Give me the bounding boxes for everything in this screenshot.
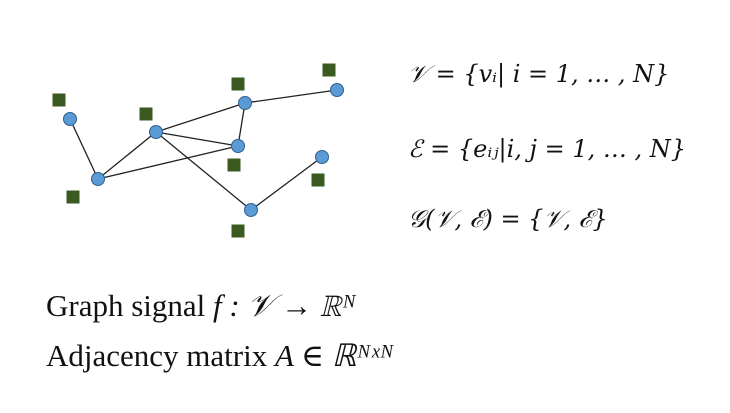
graph-signal-label: Graph signal	[46, 288, 214, 323]
graph-edge	[237, 102, 246, 147]
graph-node	[244, 203, 258, 217]
adjacency-matrix-label: Adjacency matrix	[46, 338, 275, 373]
graph-edge	[155, 102, 246, 133]
graph-edge	[69, 118, 99, 180]
graph-node	[231, 139, 245, 153]
graph-edge	[97, 145, 239, 180]
graph-signals	[52, 63, 336, 238]
signal-square	[66, 190, 80, 204]
graph-node	[63, 112, 77, 126]
graph-nodes	[63, 83, 344, 217]
graph-edge	[244, 89, 338, 104]
adjacency-matrix-math: A ∈ ℝᴺˣᴺ	[274, 338, 394, 373]
graph-signal-definition: Graph signal f : 𝒱 → ℝᴺ	[46, 288, 356, 325]
graph-definition-equation: 𝒢(𝒱, ℰ) = {𝒱, ℰ}	[408, 205, 608, 233]
edge-set-equation: ℰ = {eᵢⱼ|i, j = 1, … , N}	[408, 135, 687, 163]
signal-square	[231, 77, 245, 91]
signal-square	[311, 173, 325, 187]
signal-square	[52, 93, 66, 107]
signal-square	[227, 158, 241, 172]
adjacency-matrix-definition: Adjacency matrix A ∈ ℝᴺˣᴺ	[46, 338, 394, 374]
vertex-set-equation: 𝒱 = {vᵢ| i = 1, … , N}	[408, 60, 670, 88]
graph-node	[330, 83, 344, 97]
signal-square	[139, 107, 153, 121]
graph-node	[91, 172, 105, 186]
graph-signal-math: f : 𝒱 → ℝᴺ	[213, 288, 356, 323]
graph-node	[238, 96, 252, 110]
graph-node	[149, 125, 163, 139]
graph-edge	[250, 156, 323, 211]
graph-edges	[69, 89, 338, 211]
graph-edge	[155, 131, 239, 147]
signal-square	[231, 224, 245, 238]
signal-square	[322, 63, 336, 77]
graph-node	[315, 150, 329, 164]
graph-illustration	[52, 63, 344, 238]
graph-edge	[97, 131, 157, 180]
graph-edge	[155, 131, 252, 211]
